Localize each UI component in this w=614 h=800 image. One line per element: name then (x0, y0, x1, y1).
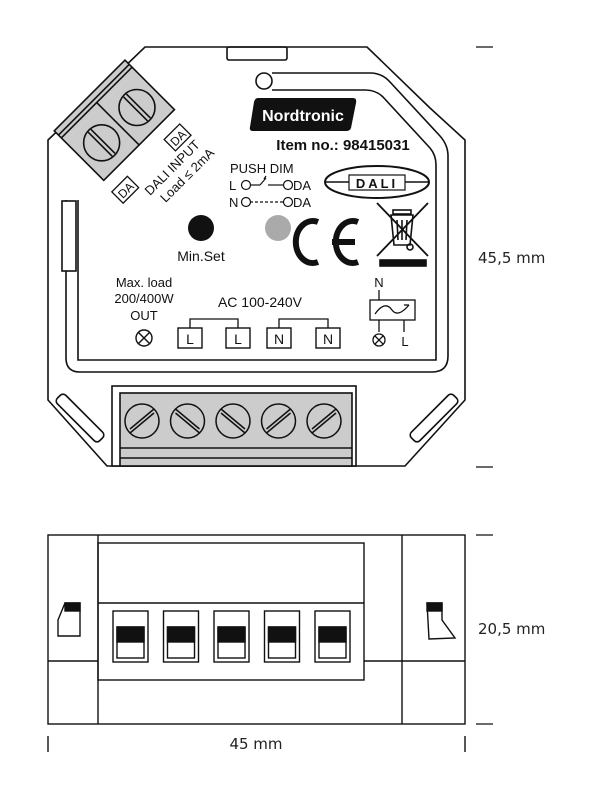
dimmer-symbol-icon (369, 290, 416, 347)
push-dim-da1: DA (293, 178, 311, 193)
bottom-screws (124, 403, 342, 439)
terminal-slot[interactable] (314, 610, 351, 663)
push-dashed-icon (240, 196, 294, 208)
height-dimension (476, 46, 493, 468)
width-dimension-label: 45 mm (229, 735, 282, 753)
depth-dimension (476, 534, 493, 725)
dimmer-l-label: L (401, 334, 408, 349)
min-set-button[interactable] (188, 215, 214, 241)
screw-icon[interactable] (306, 403, 342, 439)
supply-terminal: L (225, 327, 251, 349)
terminal-slot[interactable] (263, 610, 301, 663)
max-load-line1: Max. load (116, 275, 172, 290)
push-dim-l: L (229, 178, 236, 193)
inner-rail (65, 72, 449, 373)
push-dim-n: N (229, 195, 238, 210)
terminal-label: L (234, 331, 242, 347)
push-dim-title: PUSH DIM (230, 161, 294, 176)
supply-terminal: N (266, 327, 292, 349)
screw-icon[interactable] (76, 117, 127, 168)
brand-name: Nordtronic (262, 108, 344, 125)
side-terminals (112, 610, 351, 663)
dimmer-n-label: N (374, 275, 383, 290)
corner-tab-right (409, 393, 459, 443)
crossed-bin-icon (376, 202, 429, 267)
dali-input-terminal-block (53, 58, 176, 182)
screw-icon[interactable] (124, 403, 160, 439)
dali-logo-icon: DALI (324, 165, 430, 199)
terminal-label: L (186, 331, 194, 347)
max-load-line2: 200/400W (114, 291, 174, 306)
width-dimension (47, 736, 466, 752)
screw-icon[interactable] (112, 82, 163, 133)
lamp-output-icon (135, 329, 153, 347)
item-number: Item no.: 98415031 (276, 137, 409, 154)
push-dim-da2: DA (293, 195, 311, 210)
status-indicator (265, 215, 291, 241)
top-slot (226, 46, 288, 61)
terminal-slot[interactable] (213, 610, 250, 663)
supply-voltage: AC 100-240V (218, 294, 303, 310)
height-dimension-label: 45,5 mm (478, 249, 545, 267)
terminal-bridges (189, 318, 329, 328)
rail-end (255, 72, 273, 90)
ce-mark-icon (292, 218, 360, 266)
min-set-label: Min.Set (177, 248, 225, 264)
terminal-slot[interactable] (112, 610, 149, 663)
depth-dimension-label: 20,5 mm (478, 620, 545, 638)
screw-icon[interactable] (215, 403, 251, 439)
supply-terminal: L (177, 327, 203, 349)
push-switch-icon (240, 175, 294, 191)
screw-icon[interactable] (260, 403, 297, 439)
terminal-label: N (323, 331, 333, 347)
terminal-slot[interactable] (162, 610, 200, 663)
supply-terminal: N (315, 327, 341, 349)
screw-icon[interactable] (169, 403, 206, 439)
corner-tab-left (55, 393, 105, 443)
max-load-line3: OUT (130, 308, 158, 323)
left-side-slot (61, 200, 77, 272)
dali-logo-text: DALI (356, 176, 398, 191)
side-view (47, 534, 466, 725)
terminal-label: N (274, 331, 284, 347)
brand-logo: Nordtronic (249, 98, 357, 131)
